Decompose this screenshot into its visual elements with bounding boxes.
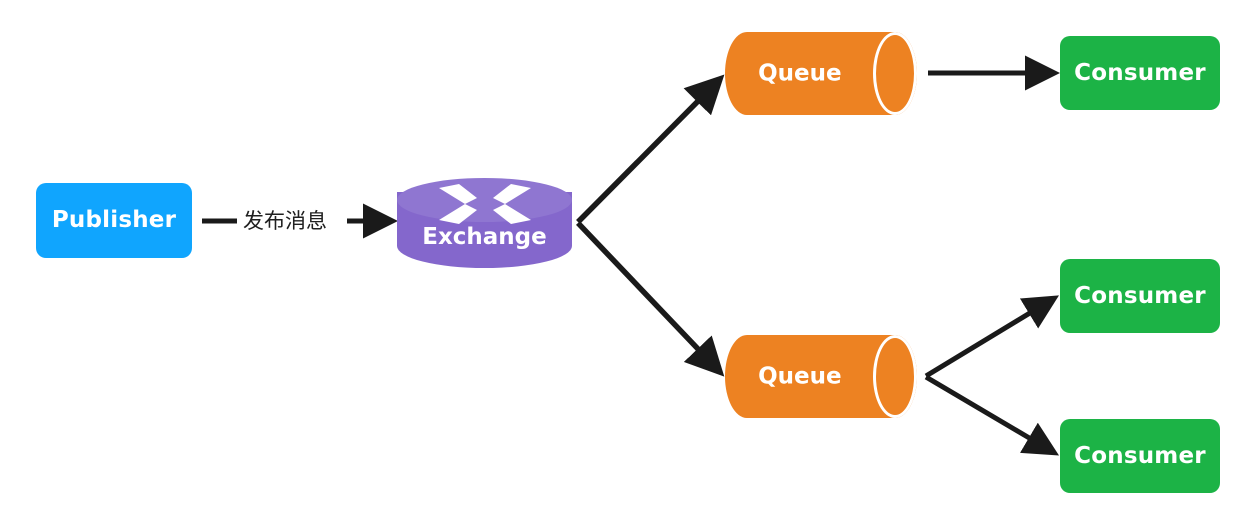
queue-cylinder-end-cap bbox=[873, 335, 917, 418]
edge-exchange-to-queue-top bbox=[576, 74, 725, 224]
node-exchange[interactable]: Exchange bbox=[397, 178, 572, 268]
node-consumer-2-label: Consumer bbox=[1074, 282, 1206, 309]
exchange-cylinder-top bbox=[397, 178, 572, 222]
node-consumer-1-label: Consumer bbox=[1074, 59, 1206, 86]
node-publisher[interactable]: Publisher bbox=[36, 183, 192, 258]
node-exchange-label: Exchange bbox=[422, 224, 547, 250]
node-consumer-2[interactable]: Consumer bbox=[1060, 259, 1220, 333]
node-queue-top[interactable]: Queue bbox=[725, 32, 917, 115]
node-publisher-label: Publisher bbox=[51, 207, 177, 233]
node-consumer-1[interactable]: Consumer bbox=[1060, 36, 1220, 110]
node-consumer-3-label: Consumer bbox=[1074, 442, 1206, 469]
edge-label-publish-message: 发布消息 bbox=[243, 209, 327, 233]
node-queue-top-label: Queue bbox=[758, 60, 842, 86]
node-queue-bottom[interactable]: Queue bbox=[725, 335, 917, 418]
node-consumer-3[interactable]: Consumer bbox=[1060, 419, 1220, 493]
queue-cylinder-end-cap bbox=[873, 32, 917, 115]
edge-queue-bottom-to-consumer-2 bbox=[924, 295, 1059, 379]
node-queue-bottom-label: Queue bbox=[758, 363, 842, 389]
exchange-swap-icon bbox=[438, 184, 531, 224]
edge-exchange-to-queue-bottom bbox=[576, 221, 725, 377]
edge-queue-bottom-to-consumer-3 bbox=[924, 374, 1060, 456]
